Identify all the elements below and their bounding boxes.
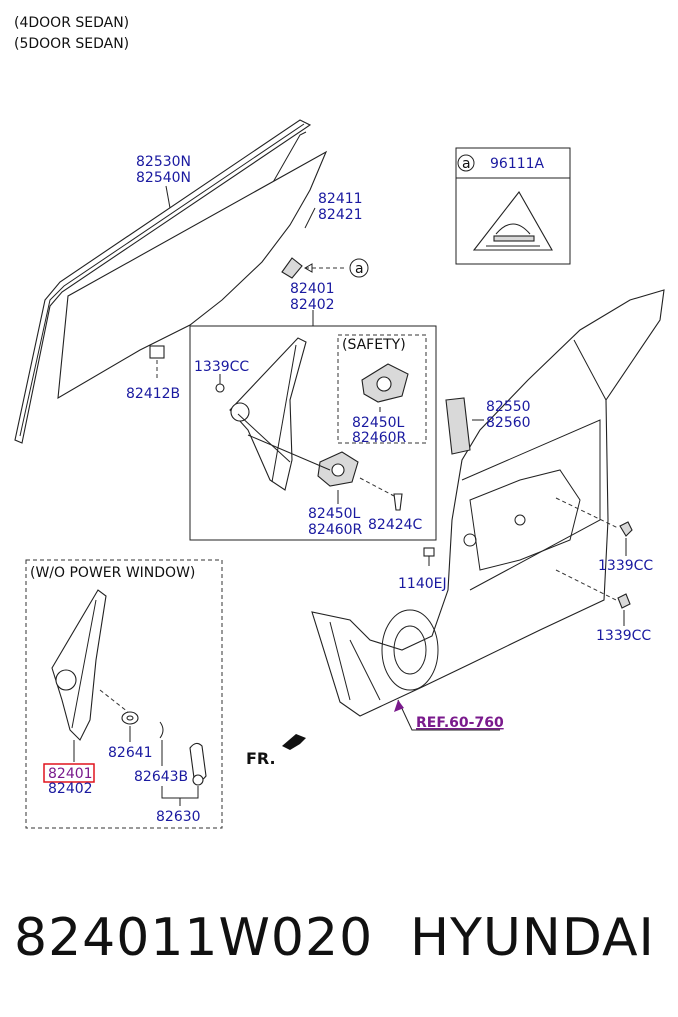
- part-label-82411[interactable]: 82411: [318, 191, 363, 207]
- part-label-82460R-safety[interactable]: 82460R: [352, 430, 407, 446]
- wo-power-window-note: (W/O POWER WINDOW): [30, 565, 195, 581]
- nut-1339CC-box[interactable]: [215, 383, 225, 393]
- part-label-82643B[interactable]: 82643B: [134, 769, 188, 785]
- part-label-1339CC-box[interactable]: 1339CC: [194, 359, 249, 375]
- glass-holder[interactable]: [281, 257, 303, 279]
- part-label-82460R[interactable]: 82460R: [308, 522, 363, 538]
- highlight-frame: [43, 763, 95, 783]
- bolt-82424C[interactable]: [393, 493, 403, 511]
- window-crank-handle[interactable]: [189, 742, 207, 786]
- part-label-1339CC-upper[interactable]: 1339CC: [598, 558, 653, 574]
- part-label-82412B[interactable]: 82412B: [126, 386, 180, 402]
- part-label-82450L-safety[interactable]: 82450L: [352, 415, 405, 431]
- nut-1339CC-door-upper[interactable]: [619, 521, 633, 537]
- ref-a-circle-label: a: [462, 156, 471, 172]
- part-label-82401-top[interactable]: 82401: [290, 281, 335, 297]
- manual-regulator-box: [25, 559, 223, 829]
- part-label-82530N[interactable]: 82530N: [136, 154, 191, 170]
- window-motor-82450L[interactable]: [317, 451, 359, 487]
- label-box-96111A: a 96111A: [455, 147, 571, 265]
- forward-arrow-icon: [282, 734, 306, 750]
- door-inner-panel[interactable]: [311, 289, 665, 717]
- footer-part-number: 824011W020: [14, 908, 374, 968]
- ref-door-link[interactable]: REF.60-760: [416, 715, 504, 731]
- window-motor-safety[interactable]: [361, 363, 409, 403]
- part-label-82401-highlighted[interactable]: 82401: [48, 766, 93, 782]
- nut-1339CC-door-lower[interactable]: [617, 593, 631, 609]
- part-label-1140EJ[interactable]: 1140EJ: [398, 576, 447, 592]
- ref-a-callout: a: [355, 261, 364, 277]
- part-label-82402-top[interactable]: 82402: [290, 297, 335, 313]
- manual-window-regulator[interactable]: [51, 589, 107, 741]
- part-label-82641[interactable]: 82641: [108, 745, 153, 761]
- part-label-96111A[interactable]: 96111A: [490, 156, 545, 172]
- part-label-82550[interactable]: 82550: [486, 399, 531, 415]
- footer-caption: 824011W020 HYUNDAI: [0, 898, 678, 978]
- footer-brand: HYUNDAI: [410, 908, 655, 968]
- safety-box: [337, 334, 427, 444]
- part-label-82424C[interactable]: 82424C: [368, 517, 423, 533]
- bolt-1140EJ[interactable]: [423, 547, 435, 566]
- forward-label: FR.: [246, 749, 276, 768]
- part-label-82560[interactable]: 82560: [486, 415, 531, 431]
- door-glass[interactable]: [57, 150, 328, 400]
- part-label-82540N[interactable]: 82540N: [136, 170, 191, 186]
- glass-clip-82412B[interactable]: [149, 345, 165, 378]
- parts-diagram: (4DOOR SEDAN) (5DOOR SEDAN) a 96111A a: [14, 15, 665, 829]
- clip-82643B[interactable]: [159, 721, 164, 739]
- part-label-1339CC-lower[interactable]: 1339CC: [596, 628, 651, 644]
- variant-note-5door: (5DOOR SEDAN): [14, 36, 129, 52]
- part-label-82630[interactable]: 82630: [156, 809, 201, 825]
- part-label-82421[interactable]: 82421: [318, 207, 363, 223]
- part-label-82402-bottom[interactable]: 82402: [48, 781, 93, 797]
- door-check-82550[interactable]: [445, 397, 471, 455]
- part-label-82450L[interactable]: 82450L: [308, 506, 361, 522]
- safety-note: (SAFETY): [342, 337, 406, 353]
- variant-note-4door: (4DOOR SEDAN): [14, 15, 129, 31]
- washer-82641[interactable]: [121, 711, 139, 725]
